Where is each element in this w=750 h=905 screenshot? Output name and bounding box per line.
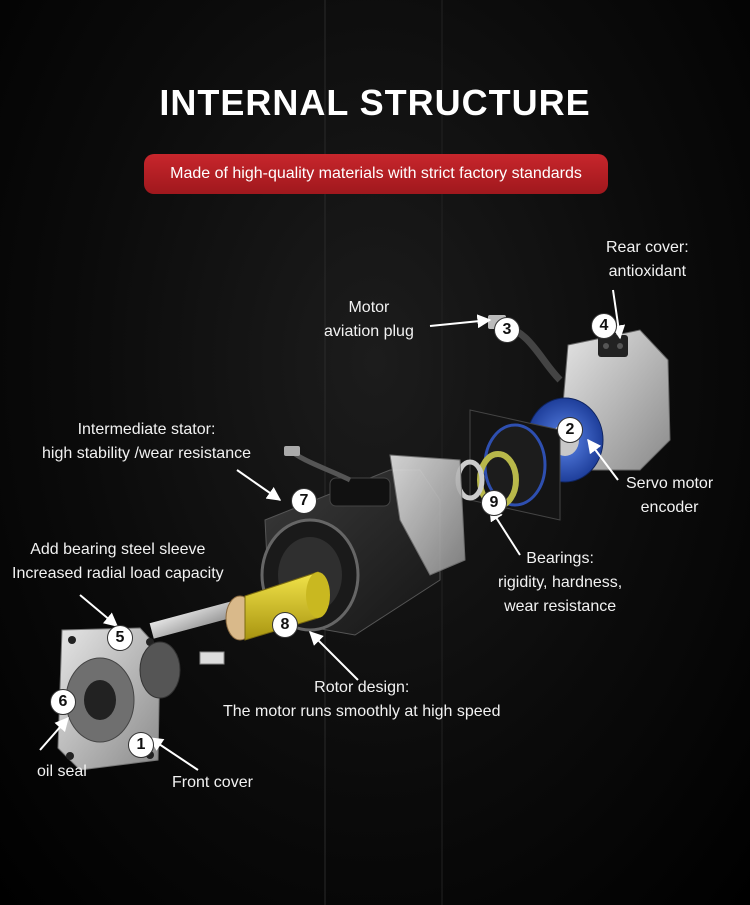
- marker-3: 3: [494, 317, 520, 343]
- stator-plug: [284, 446, 300, 456]
- marker-6: 6: [50, 689, 76, 715]
- label-bearings-line1: Bearings:: [526, 550, 594, 567]
- label-stator-line1: Intermediate stator:: [77, 421, 216, 438]
- label-bearings-line3: wear resistance: [504, 598, 617, 615]
- marker-8: 8: [272, 612, 298, 638]
- label-bearing-sleeve: Add bearing steel sleeve Increased radia…: [12, 538, 224, 586]
- arrow-oil-seal: [39, 716, 69, 751]
- arrow-encoder: [587, 438, 619, 481]
- arrow-front-cover: [148, 737, 199, 771]
- label-oil-seal: oil seal: [37, 763, 87, 780]
- label-bearing-sleeve-line1: Add bearing steel sleeve: [30, 541, 206, 558]
- subtitle-banner: Made of high-quality materials with stri…: [144, 154, 608, 194]
- marker-5: 5: [107, 625, 133, 651]
- label-motor-plug-line1: Motor: [348, 299, 390, 316]
- marker-2: 2: [557, 417, 583, 443]
- label-rear-cover-line2: antioxidant: [608, 263, 687, 280]
- label-rear-cover-line1: Rear cover:: [606, 239, 689, 256]
- arrow-rotor: [309, 631, 359, 681]
- rotor-part: [149, 571, 330, 665]
- label-bearing-sleeve-line2: Increased radial load capacity: [12, 565, 224, 582]
- label-motor-plug-line2: aviation plug: [324, 323, 414, 340]
- label-rear-cover: Rear cover: antioxidant: [606, 236, 689, 284]
- label-servo-encoder-line2: encoder: [640, 499, 699, 516]
- label-bearings: Bearings: rigidity, hardness, wear resis…: [498, 547, 622, 619]
- label-rotor-line1: Rotor design:: [314, 679, 410, 696]
- label-bearings-line2: rigidity, hardness,: [498, 574, 623, 591]
- label-stator-line2: high stability /wear resistance: [42, 445, 251, 462]
- marker-9: 9: [481, 490, 507, 516]
- arrow-plug: [429, 314, 492, 329]
- arrow-rear-cover: [611, 289, 626, 340]
- label-stator: Intermediate stator: high stability /wea…: [42, 418, 251, 466]
- marker-1: 1: [128, 732, 154, 758]
- label-front-cover: Front cover: [172, 774, 253, 791]
- label-rotor: Rotor design: The motor runs smoothly at…: [223, 676, 500, 724]
- label-servo-encoder-line1: Servo motor: [626, 475, 714, 492]
- label-servo-encoder: Servo motor encoder: [626, 472, 713, 520]
- marker-7: 7: [291, 488, 317, 514]
- marker-4: 4: [591, 313, 617, 339]
- arrow-sleeve: [79, 594, 119, 627]
- arrow-stator: [236, 469, 282, 501]
- label-rotor-line2: The motor runs smoothly at high speed: [223, 703, 501, 720]
- page-title: INTERNAL STRUCTURE: [159, 82, 591, 123]
- label-motor-plug: Motor aviation plug: [324, 296, 414, 344]
